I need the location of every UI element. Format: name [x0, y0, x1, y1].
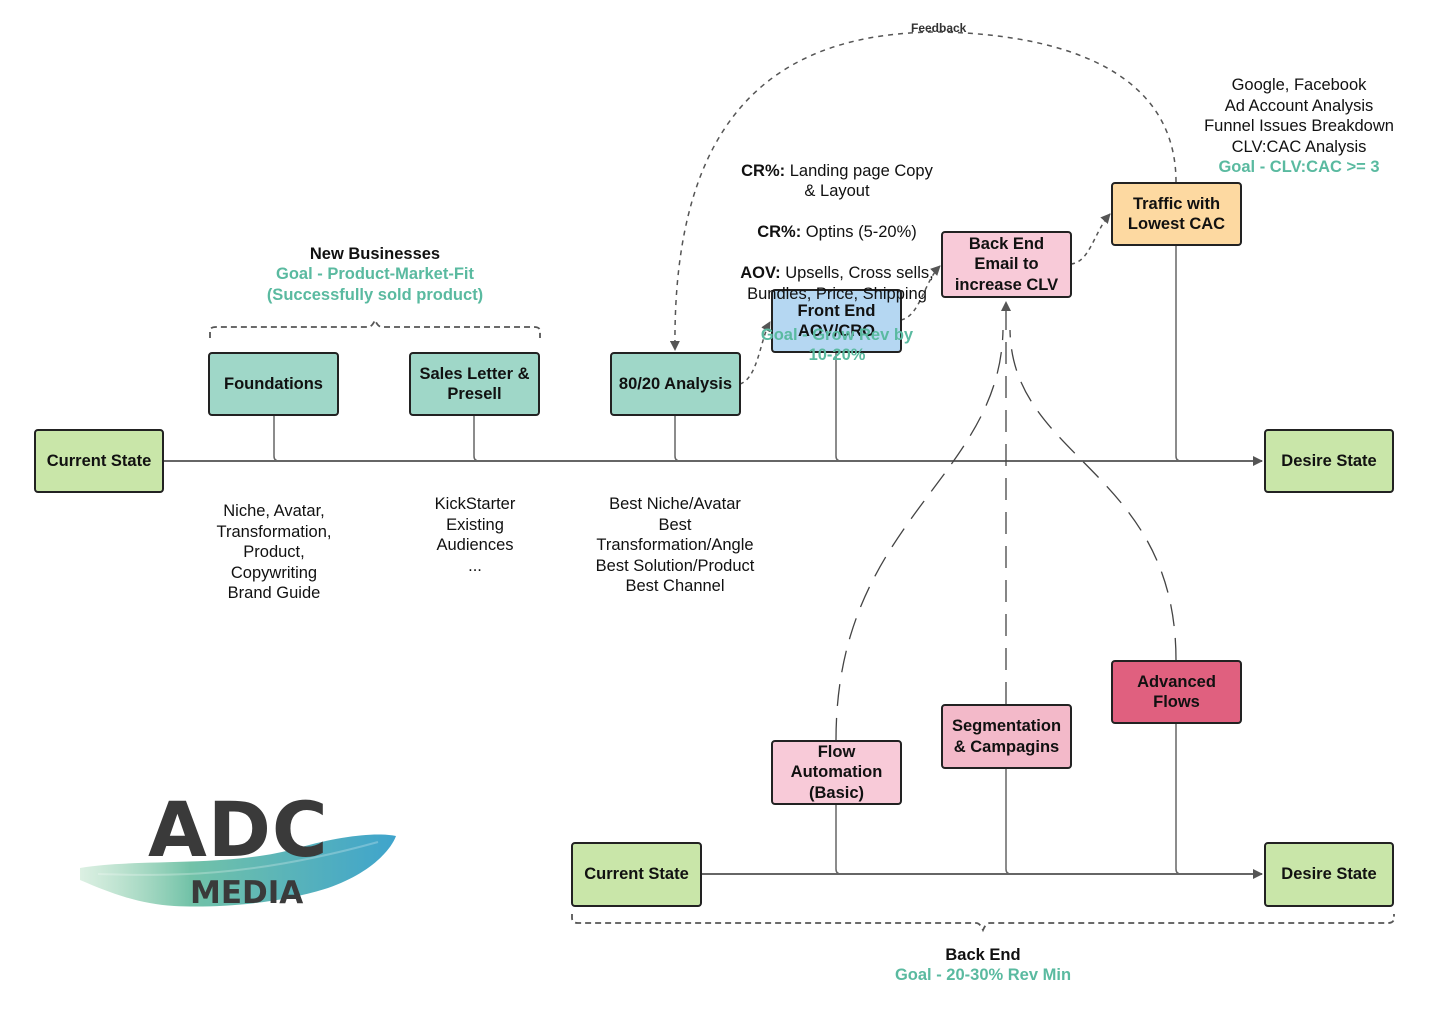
back-end-title: Back End [945, 946, 1021, 964]
front-end-node: Front End AOV/CRO [771, 289, 902, 353]
front-end-note-3-text: Upsells, Cross sells, Bundles, Price, Sh… [747, 264, 934, 303]
feedback-label: Feedback [911, 21, 967, 35]
adc-media-logo: ADC MEDIA [78, 790, 400, 918]
new-businesses-goal-line2: (Successfully sold product) [266, 286, 484, 304]
back-end-goal: Goal - 20-30% Rev Min [894, 966, 1072, 984]
new-businesses-title: New Businesses [309, 245, 441, 263]
connector-8020 [674, 416, 681, 462]
front-end-note-1: CR%: Landing page Copy & Layout [718, 161, 956, 202]
connector-flow-automation [835, 805, 842, 875]
top-current-state-node: Current State [34, 429, 164, 493]
new-businesses-goal-line1: Goal - Product-Market-Fit [275, 265, 474, 283]
bottom-current-state-node: Current State [571, 842, 702, 907]
step-back-end-to-traffic [1070, 213, 1111, 265]
front-end-note-2: CR%: Optins (5-20%) [718, 222, 956, 243]
front-end-note-2-key: CR%: [757, 223, 802, 241]
logo-word-adc: ADC [148, 785, 329, 874]
connector-foundations [273, 416, 280, 462]
connector-advanced-flows [1175, 724, 1182, 875]
feedback-arc [669, 31, 1177, 351]
connector-sales-letter [473, 416, 480, 462]
front-end-notes: CR%: Landing page Copy & Layout CR%: Opt… [718, 140, 956, 386]
front-end-note-1-text: Landing page Copy & Layout [789, 161, 933, 201]
traffic-node: Traffic with Lowest CAC [1111, 182, 1242, 246]
connector-front-end [835, 353, 842, 462]
back-end-node: Back End Email to increase CLV [941, 231, 1072, 298]
analysis-8020-node: 80/20 Analysis [610, 352, 741, 416]
new-businesses-brace [209, 317, 541, 338]
sales-letter-node: Sales Letter & Presell [409, 352, 540, 416]
foundations-node: Foundations [208, 352, 339, 416]
back-end-brace [571, 914, 1395, 933]
dash-advanced-flows-to-back-end [1009, 329, 1177, 661]
traffic-notes: Google, Facebook Ad Account Analysis Fun… [1204, 76, 1394, 156]
sales-letter-notes: KickStarter Existing Audiences ... [434, 495, 516, 575]
traffic-goal: Goal - CLV:CAC >= 3 [1218, 158, 1380, 176]
front-end-note-2-text: Optins (5-20%) [801, 223, 917, 241]
flow-automation-node: Flow Automation (Basic) [771, 740, 902, 805]
front-end-note-1-key: CR%: [741, 161, 786, 180]
segmentation-node: Segmentation & Campagins [941, 704, 1072, 769]
advanced-flows-node: Advanced Flows [1111, 660, 1242, 724]
step-8020-to-front-end [739, 321, 771, 385]
front-end-note-3-key: AOV: [740, 264, 781, 282]
bottom-desire-state-node: Desire State [1264, 842, 1394, 907]
logo-brush-stroke [80, 834, 396, 907]
dash-flow-automation-to-back-end [835, 329, 1004, 741]
connector-traffic [1175, 246, 1182, 462]
foundations-notes: Niche, Avatar, Transformation, Product, … [216, 502, 332, 602]
connector-segmentation [1005, 769, 1012, 875]
logo-word-media: MEDIA [190, 875, 304, 911]
top-desire-state-node: Desire State [1264, 429, 1394, 493]
analysis-8020-notes: Best Niche/Avatar Best Transformation/An… [595, 495, 755, 595]
front-end-note-3: AOV: Upsells, Cross sells, Bundles, Pric… [718, 263, 956, 304]
front-end-goal: Goal - Grow Rev by 10-20% [760, 325, 914, 365]
